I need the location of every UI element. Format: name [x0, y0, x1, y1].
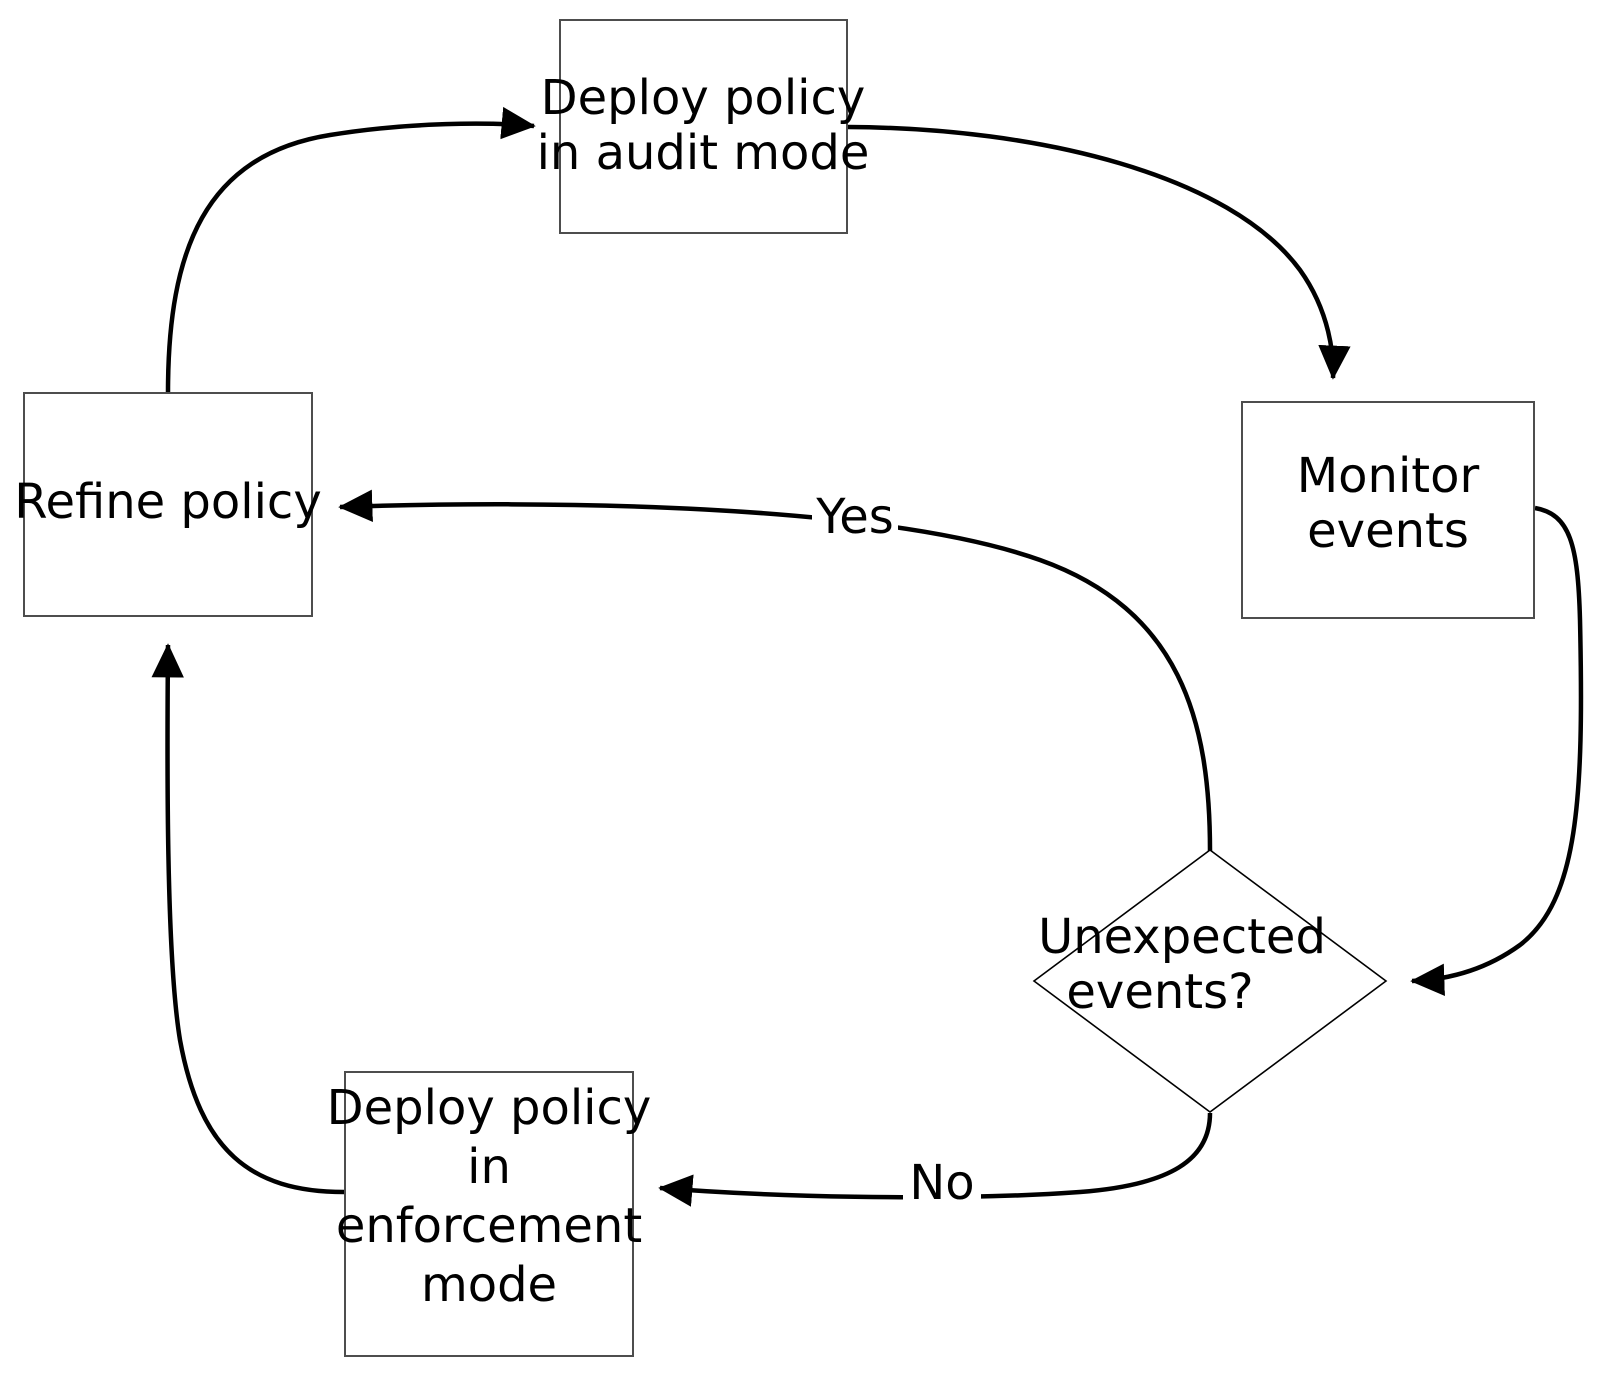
edge-monitor-to-decision: [1410, 505, 1584, 997]
edge-refine-to-audit: [165, 106, 536, 393]
edge-path-monitor-to-decision: [1410, 505, 1584, 997]
node-unexpected-events-label-line1: Unexpected: [1038, 909, 1326, 965]
edge-path-decision-yes-to-refine: [338, 489, 1213, 852]
node-deploy-enforcement-box[interactable]: [344, 1071, 634, 1357]
edge-decision-no-to-enforcement: [658, 1112, 1213, 1207]
node-unexpected-events-diamond[interactable]: [1032, 849, 1388, 1113]
node-deploy-policy-audit-mode[interactable]: Deploy policy in audit mode: [537, 19, 870, 234]
node-refine-policy[interactable]: Refine policy: [14, 392, 322, 617]
node-deploy-audit-label-line1: Deploy policy: [541, 70, 866, 126]
node-deploy-policy-enforcement-mode[interactable]: Deploy policy in enforcement mode: [327, 1071, 652, 1357]
node-monitor-events-label-line2: events: [1307, 503, 1469, 559]
edge-path-audit-to-monitor: [847, 124, 1351, 380]
edge-label-no-backdrop: [903, 1156, 981, 1212]
node-deploy-audit-box[interactable]: [559, 19, 848, 234]
node-deploy-enforcement-label-line3: enforcement: [336, 1198, 642, 1254]
node-deploy-audit-label-line2: in audit mode: [537, 125, 870, 181]
edge-path-decision-no-to-enforcement: [658, 1112, 1213, 1207]
node-refine-policy-box[interactable]: [23, 392, 313, 617]
edge-label-no: No: [909, 1155, 974, 1211]
node-monitor-events-label-line1: Monitor: [1297, 448, 1480, 504]
edge-path-enforcement-to-refine: [151, 643, 345, 1195]
edge-audit-to-monitor: [847, 124, 1351, 380]
node-deploy-enforcement-label-line4: mode: [421, 1257, 557, 1313]
edge-enforcement-to-refine: [151, 643, 345, 1195]
node-monitor-events[interactable]: Monitor events: [1241, 401, 1535, 619]
node-unexpected-events-decision[interactable]: Unexpected events?: [1032, 849, 1388, 1113]
edge-label-yes-backdrop: [812, 490, 898, 546]
node-deploy-enforcement-label-line2: in: [467, 1139, 511, 1195]
node-deploy-enforcement-label-line1: Deploy policy: [327, 1080, 652, 1136]
edge-decision-yes-to-refine: [338, 489, 1213, 852]
edge-label-yes: Yes: [815, 489, 893, 545]
edge-path-refine-to-audit: [165, 106, 536, 393]
node-monitor-events-box[interactable]: [1241, 401, 1535, 619]
node-refine-policy-label: Refine policy: [14, 474, 321, 530]
edge-label-yes-group: Yes: [812, 489, 898, 546]
node-unexpected-events-label-line2: events?: [1066, 964, 1253, 1020]
edge-label-no-group: No: [903, 1155, 981, 1212]
